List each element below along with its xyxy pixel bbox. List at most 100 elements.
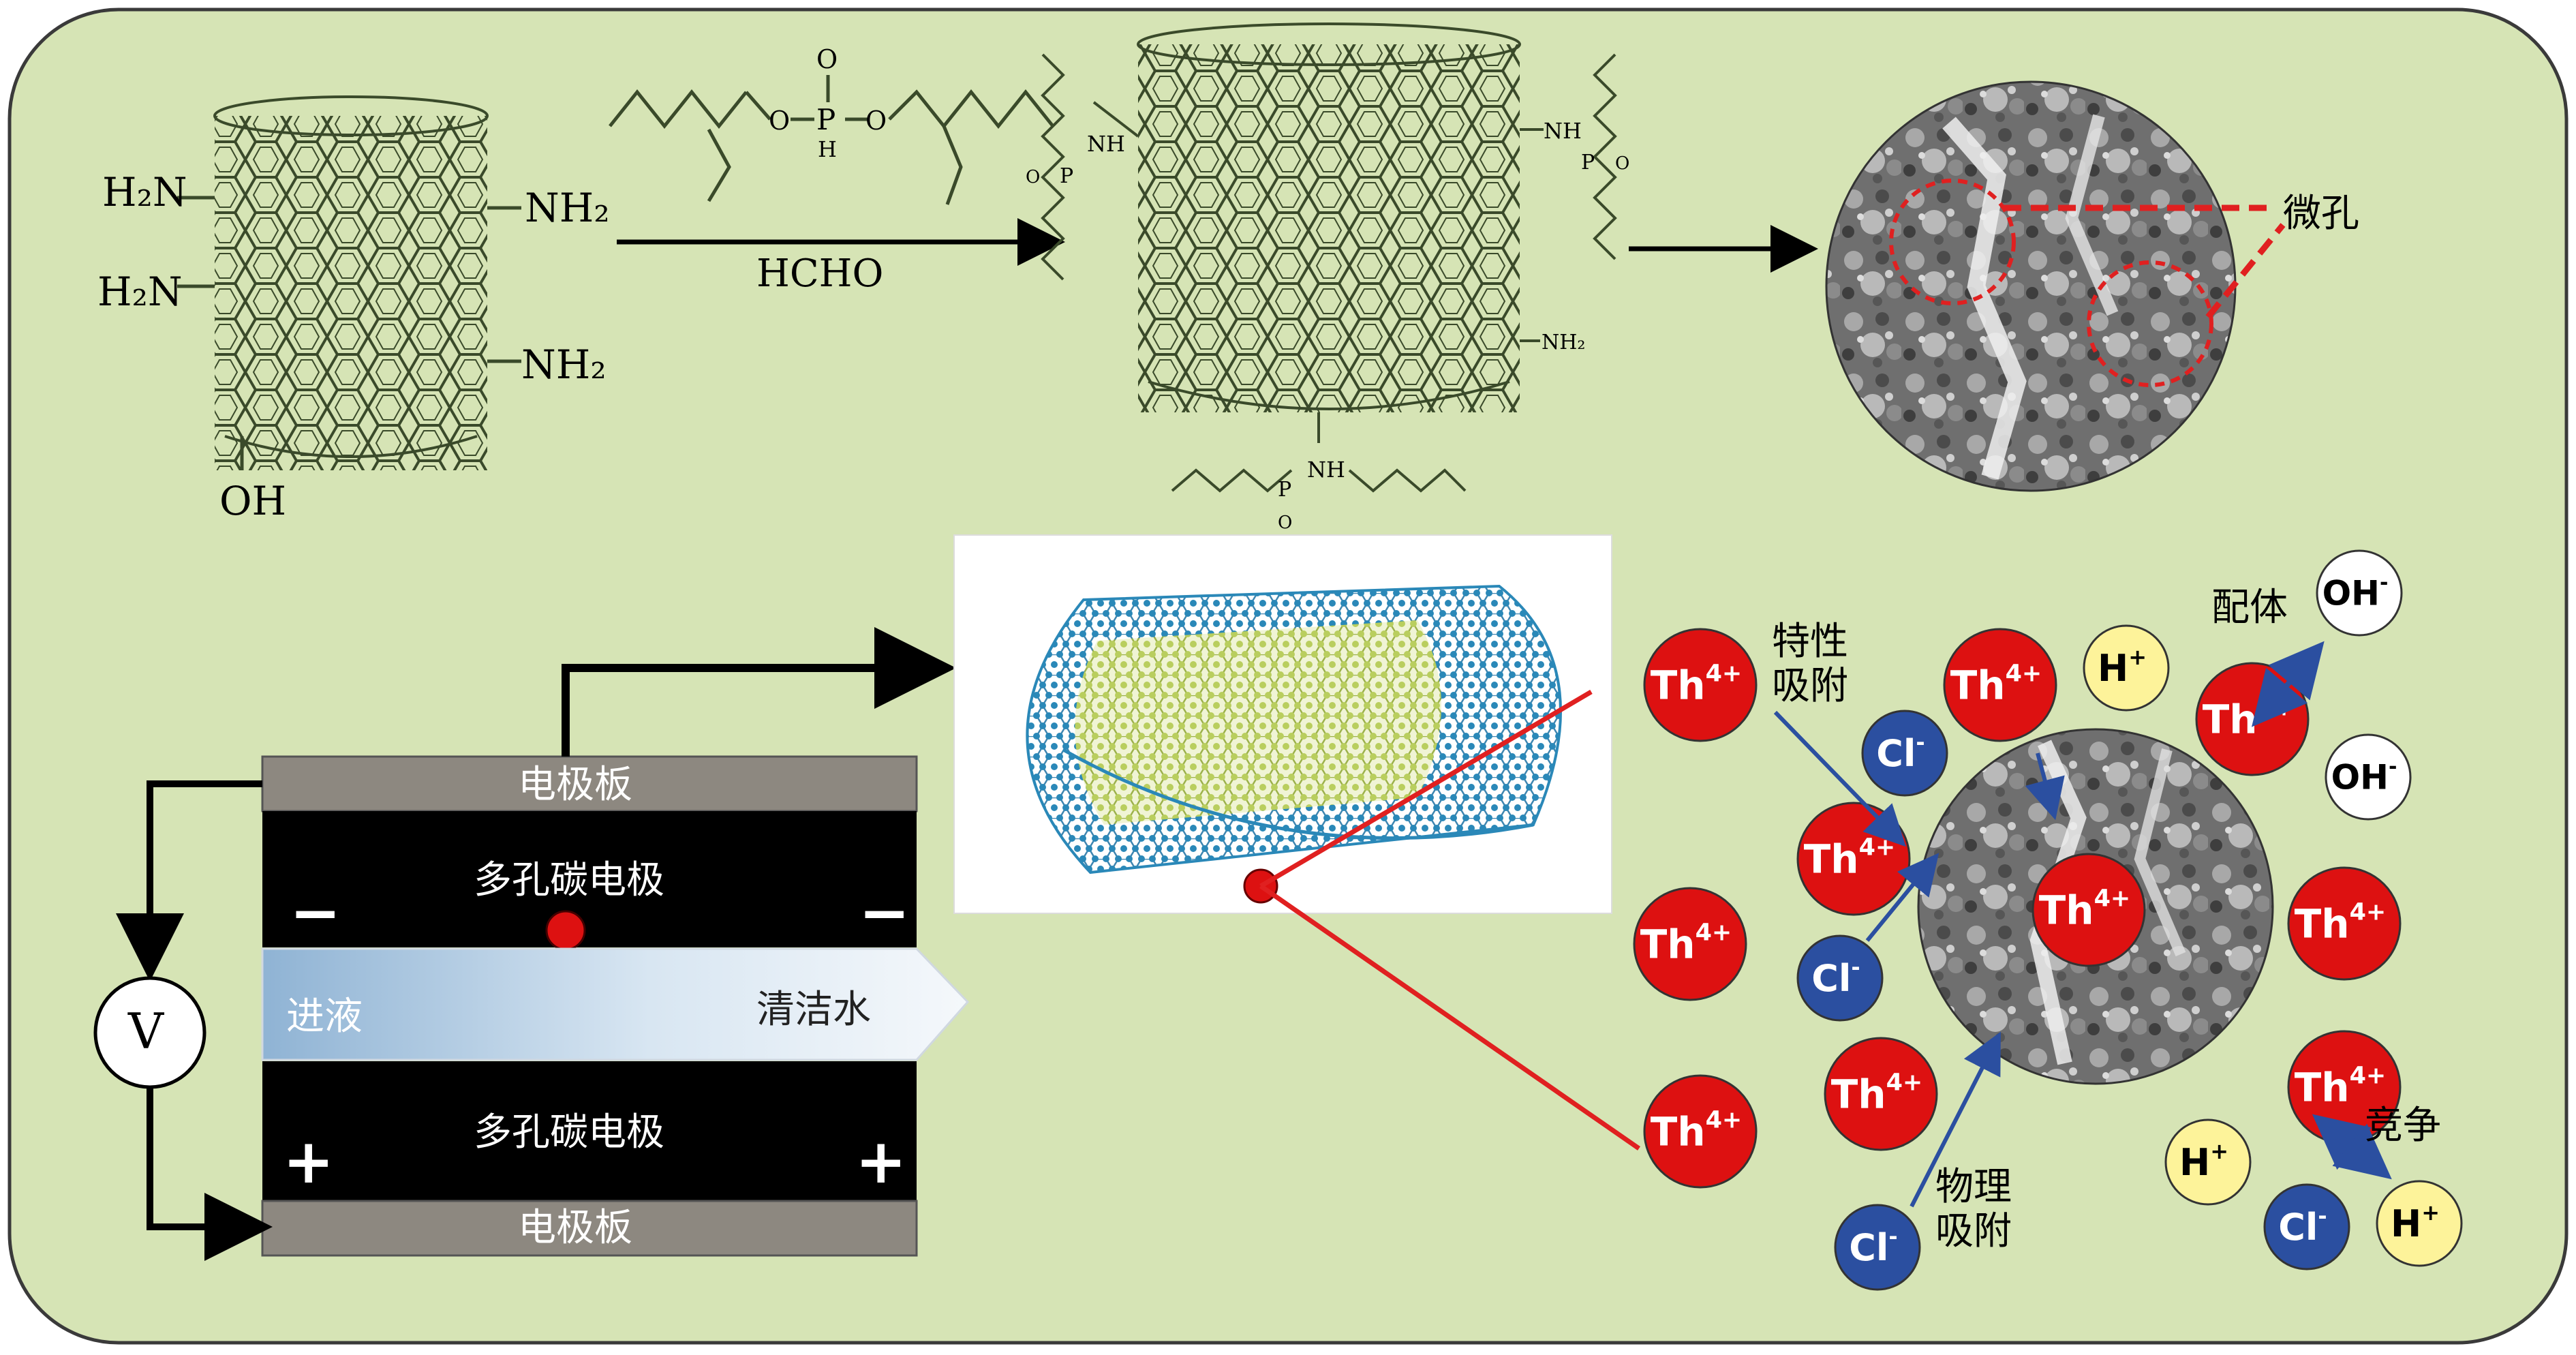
th-ion-charge: 4+ [1696, 919, 1732, 946]
amine-cnt-rim [213, 95, 489, 136]
cl-adsorption-arrow [1865, 853, 1939, 942]
wire-top [116, 780, 262, 981]
th-ion-circle [1643, 628, 1758, 742]
product-p-left: P [1060, 164, 1073, 188]
zoom-line-bottom [1259, 884, 1640, 1151]
reagent-o-top: O [816, 44, 838, 74]
reagent-o-left: O [769, 106, 790, 136]
cl-ion-charge: - [1916, 729, 1925, 755]
specific-adsorption-label-2: 吸附 [1772, 664, 1848, 708]
th-ion-circle [2287, 866, 2402, 981]
bottom-porous-electrode [262, 1061, 917, 1201]
th-ion-circle [1633, 887, 1747, 1001]
oh-ion-label: OH- [2322, 571, 2389, 613]
phosphite-reagent-structure: O P H O O [609, 44, 1054, 205]
oh-ion-charge: - [2380, 571, 2388, 595]
nh2-bottom-label: NH₂ [521, 341, 607, 388]
cl-ion-circle [2263, 1183, 2350, 1270]
th-ion-1: Th4+ [1943, 628, 2057, 742]
physical-adsorption-arrow [1910, 1031, 2001, 1208]
top-plate-label: 电极板 [518, 763, 632, 807]
cl-ion-circle [1861, 710, 1948, 797]
hcho-label: HCHO [756, 252, 883, 296]
th-ion-5: Th4+ [2287, 866, 2402, 981]
th-ion-circle [2031, 853, 2146, 967]
cl-ion-charge: - [1888, 1223, 1897, 1249]
h-ion-charge: + [2128, 644, 2147, 670]
physical-adsorption-label-1: 物理 [1935, 1165, 2012, 1209]
product-nh-bottom: NH [1307, 457, 1345, 483]
top-minus-left: − [290, 877, 341, 949]
cl-ion-10: Cl- [1861, 710, 1948, 797]
wire-bottom [147, 1087, 273, 1261]
bottom-electrode-plate [261, 1200, 918, 1257]
h-ion-charge: + [2210, 1138, 2228, 1164]
cl-ion-circle [1834, 1204, 1921, 1291]
cl-ion-12: Cl- [1834, 1204, 1921, 1291]
cl-ion-charge: - [1851, 954, 1860, 980]
h-ion-circle [2083, 624, 2170, 712]
bottom-electrode-label: 多孔碳电极 [474, 1110, 664, 1155]
th-ion-charge: 4+ [1859, 834, 1896, 861]
product-p-bottom: P [1278, 478, 1291, 502]
h-ion-16: H+ [2376, 1180, 2463, 1267]
cl-ion-charge: - [2318, 1203, 2327, 1229]
th-ion-charge: 4+ [1886, 1069, 1923, 1096]
bottom-plus-left: + [283, 1126, 334, 1198]
ligand-label: 配体 [2211, 585, 2288, 630]
reagent-o-right: O [865, 106, 887, 136]
bottom-plate-label: 电极板 [518, 1206, 632, 1250]
zoom-line-top [1259, 689, 1593, 889]
product-o-right: O [1615, 153, 1629, 174]
th-ion-charge: 4+ [1706, 1106, 1743, 1133]
amine-cnt-body [215, 116, 487, 470]
h-ion-15: H+ [2164, 1118, 2252, 1206]
product-o-left: O [1026, 167, 1040, 187]
zoom-arrow [562, 627, 956, 757]
cdi-cell: 电极板 多孔碳电极 − − 进液 清洁水 多孔碳电极 + + 电极板 V [93, 627, 970, 1261]
phosphorylated-cnt-structure: NH P O NH P O NH₂ NH P O [1026, 22, 1629, 533]
top-minus-right: − [859, 877, 910, 949]
product-nh-right: NH [1544, 118, 1582, 144]
oh-ion-label: OH- [2331, 755, 2397, 797]
reagent-h: H [818, 136, 837, 162]
th-ion-circle [1943, 628, 2057, 742]
h-ion-14: H+ [2083, 624, 2170, 712]
h-ion-charge: + [2421, 1200, 2440, 1225]
th-ion-9: Th4+ [1643, 1074, 1758, 1189]
product-cnt-body [1138, 44, 1520, 412]
voltmeter-label: V [127, 1003, 165, 1060]
th-ion-label: Th4+ [2295, 1062, 2387, 1110]
reagent-p: P [816, 103, 835, 136]
oh-ion-circle [2325, 733, 2412, 821]
product-p-right: P [1581, 151, 1595, 174]
th-ion-7: Th4+ [1824, 1037, 1938, 1151]
oh-label: OH [219, 478, 286, 524]
micropore-label: 微孔 [2283, 192, 2359, 236]
product-nh2: NH₂ [1542, 331, 1585, 354]
th-ion-charge: 4+ [1706, 660, 1743, 687]
competition-arrow [2312, 1114, 2392, 1180]
oh-ion-17: OH- [2316, 549, 2403, 637]
th-ion-charge: 4+ [2350, 898, 2387, 926]
h-ion-circle [2164, 1118, 2252, 1206]
specific-adsorption-label-1: 特性 [1772, 620, 1848, 664]
electrode-focus-dot [545, 910, 586, 951]
top-electrode-plate [261, 755, 918, 812]
th-ion-circle [1824, 1037, 1938, 1151]
th-ion-3: Th4+ [1796, 802, 1911, 916]
ligand-arrow [2251, 641, 2325, 727]
h2n-top-label: H₂N [102, 169, 187, 215]
oh-ion-circle [2316, 549, 2403, 637]
oh-ion-charge: - [2389, 755, 2397, 779]
th-ion-circle [1643, 1074, 1758, 1189]
cl-ion-circle [1796, 934, 1884, 1022]
th-ion-4: Th4+ [2031, 853, 2146, 967]
top-porous-electrode [262, 811, 917, 947]
th-ion-charge: 4+ [2094, 885, 2131, 912]
h-ion-label: H+ [2391, 1200, 2440, 1245]
outlet-label: 清洁水 [756, 988, 871, 1032]
h-ion-circle [2376, 1180, 2463, 1267]
